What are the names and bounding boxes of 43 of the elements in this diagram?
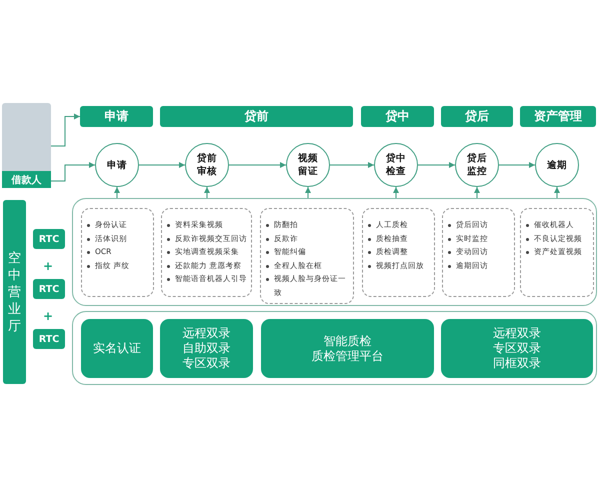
step-circle: 贷后监控 <box>455 143 499 187</box>
arrow <box>330 162 374 168</box>
arrow <box>554 186 560 198</box>
arrow <box>114 186 120 198</box>
arrow <box>474 186 480 198</box>
feature-list-box <box>81 208 154 297</box>
rtc-badge: RTC <box>33 229 65 249</box>
feature-list-box <box>520 208 594 297</box>
arrow <box>305 186 311 198</box>
feature-panel <box>72 198 597 306</box>
step-circle: 贷前审核 <box>185 143 229 187</box>
arrow <box>204 186 210 198</box>
arrow <box>50 114 80 146</box>
stage-header: 申请 <box>80 106 153 127</box>
feature-list-box <box>362 208 435 297</box>
name-label: 借款人 <box>2 171 51 188</box>
rtc-badge: RTC <box>33 279 65 299</box>
step-circle: 视频留证 <box>286 143 330 187</box>
arrow <box>393 186 399 198</box>
rtc-badge: RTC <box>33 329 65 349</box>
plus-sign: + <box>43 309 54 323</box>
stage-header: 资产管理 <box>520 106 596 127</box>
step-circle: 逾期 <box>535 143 579 187</box>
product-panel <box>72 311 597 385</box>
stage-header: 贷中 <box>361 106 434 127</box>
step-circle: 申请 <box>95 143 139 187</box>
step-circle: 贷中检查 <box>374 143 418 187</box>
feature-list-box <box>161 208 252 297</box>
feature-list-box <box>260 208 354 304</box>
channel-bar: 空中营业厅 <box>3 200 26 384</box>
arrow <box>50 162 96 182</box>
product-box: 智能质检 质检管理平台 <box>261 319 434 378</box>
plus-sign: + <box>43 259 54 273</box>
feature-list-box <box>442 208 515 297</box>
arrow <box>228 162 286 168</box>
stage-header: 贷前 <box>160 106 353 127</box>
product-box: 远程双录 专区双录 同框双录 <box>441 319 593 378</box>
arrow <box>418 162 456 168</box>
product-box: 实名认证 <box>81 319 153 378</box>
stage-header: 贷后 <box>441 106 513 127</box>
arrow <box>498 162 536 168</box>
arrow <box>138 162 186 168</box>
product-box: 远程双录 自助双录 专区双录 <box>160 319 253 378</box>
